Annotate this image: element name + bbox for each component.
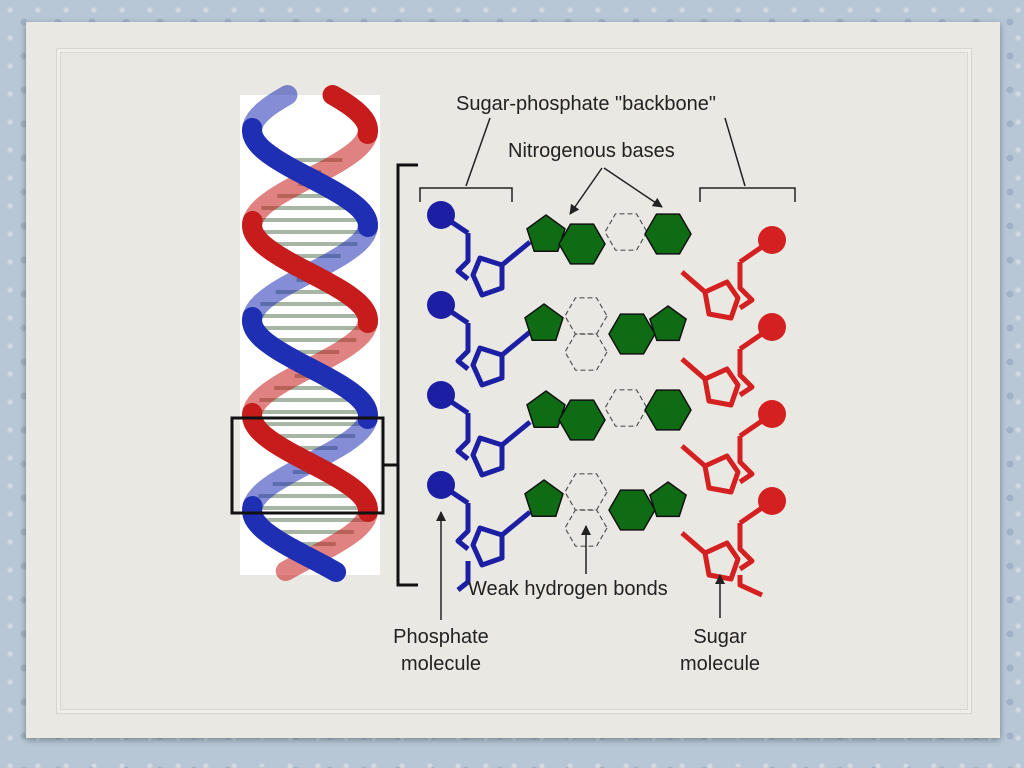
nitrogenous-base-ring	[526, 214, 566, 252]
nitrogenous-base-ring	[558, 223, 606, 265]
nitrogenous-base-ring	[649, 305, 687, 342]
slide-inner-frame	[56, 48, 972, 714]
phosphate-group	[427, 381, 455, 409]
hydrogen-bond	[604, 389, 648, 427]
backbone-brackets	[419, 117, 796, 202]
nitrogenous-base-ring	[524, 303, 564, 341]
double-helix-illustration	[230, 85, 385, 582]
nitrogenous-base-ring	[558, 399, 606, 441]
helix-red-strand-front	[322, 85, 379, 144]
arrow-to-left-base	[569, 167, 603, 215]
phosphate-group	[427, 471, 455, 499]
base-pair	[526, 213, 692, 265]
hydrogen-bond	[564, 509, 608, 547]
molecular-ladder	[427, 201, 786, 598]
slide	[26, 22, 1000, 738]
left-sugar-ring	[470, 525, 505, 568]
nitrogenous-base-ring	[608, 489, 656, 531]
hydrogen-bonds-label: Weak hydrogen bonds	[468, 578, 668, 600]
arrow-to-right-base	[603, 167, 663, 208]
base-pair	[524, 473, 687, 547]
helix-front-segments	[241, 85, 379, 582]
hydrogen-bond	[564, 297, 608, 335]
nitrogenous-base-ring	[649, 481, 687, 518]
left-backbone	[427, 201, 532, 592]
hydrogen-bond	[564, 333, 608, 371]
hydrogen-bond	[604, 213, 648, 251]
nitrogenous-base-ring	[644, 213, 692, 255]
phosphate-group	[758, 313, 786, 341]
right-sugar-ring	[702, 279, 741, 321]
nitrogenous-base-ring	[524, 479, 564, 517]
sugar-label-line2: molecule	[680, 653, 760, 675]
nitrogenous-bases-label: Nitrogenous bases	[508, 140, 675, 162]
phosphate-group	[758, 226, 786, 254]
nitrogenous-base-ring	[608, 313, 656, 355]
left-sugar-ring	[470, 435, 505, 478]
hydrogen-bond	[564, 473, 608, 511]
helix-blue-strand-front	[241, 118, 378, 237]
phosphate-group	[427, 201, 455, 229]
left-sugar-ring	[470, 345, 505, 388]
helix-red-strand-front	[242, 211, 379, 333]
phosphate-group	[427, 291, 455, 319]
nitrogenous-base-ring	[526, 390, 566, 428]
phosphate-group	[758, 400, 786, 428]
left-sugar-ring	[470, 255, 505, 298]
right-sugar-ring	[702, 366, 741, 408]
base-pair	[526, 389, 692, 441]
helix-red-strand-front	[241, 403, 378, 522]
phosphate-label-line1: Phosphate	[393, 626, 489, 648]
right-backbone	[680, 226, 786, 598]
phosphate-group	[758, 487, 786, 515]
helix-blue-strand-front	[241, 307, 379, 429]
annotation-arrows	[436, 167, 725, 620]
zoom-bracket	[383, 163, 418, 587]
right-sugar-ring	[702, 453, 741, 495]
right-sugar-ring	[702, 540, 741, 582]
phosphate-label-line2: molecule	[401, 653, 481, 675]
nitrogenous-base-ring	[644, 389, 692, 431]
backbone-label: Sugar-phosphate "backbone"	[456, 93, 716, 115]
helix-blue-strand-front	[242, 496, 347, 582]
sugar-label-line1: Sugar	[693, 626, 747, 648]
base-pair	[524, 297, 687, 371]
